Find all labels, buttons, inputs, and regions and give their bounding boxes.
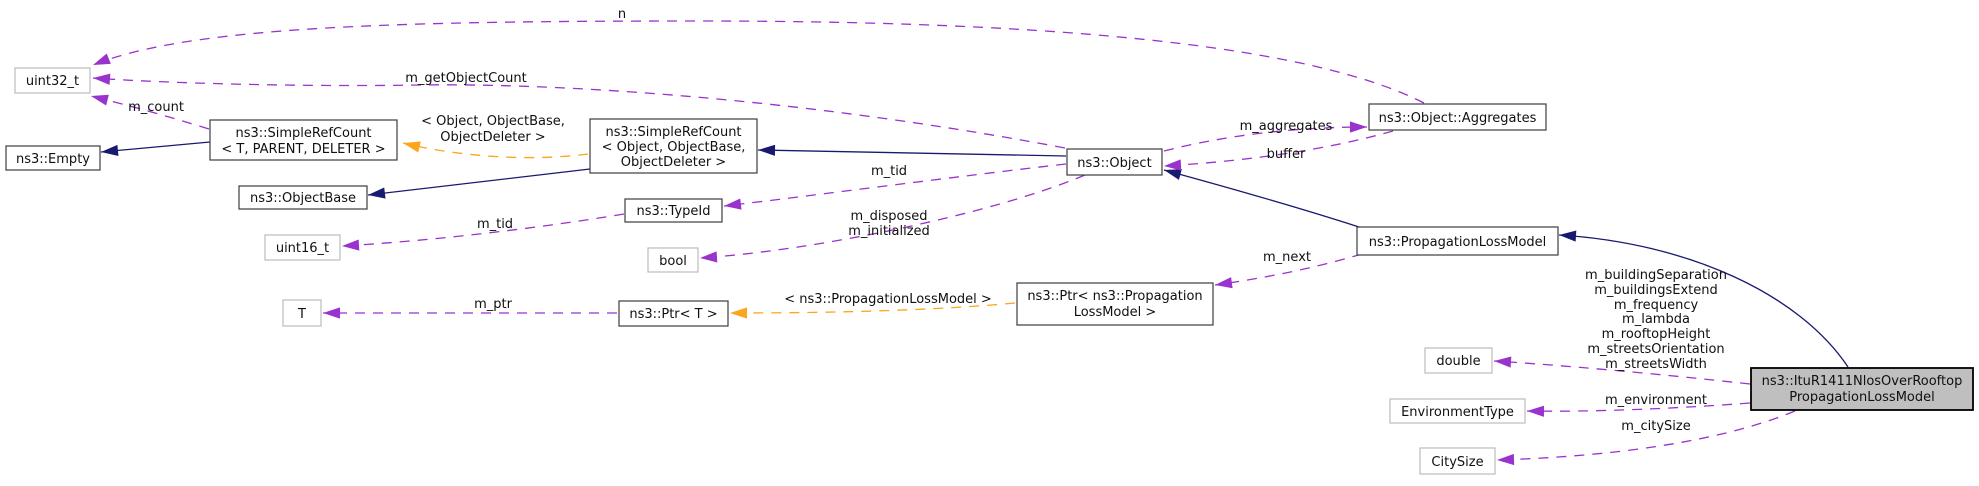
node-label: ns3::Object (1077, 156, 1151, 171)
node-label-line2: < T, PARENT, DELETER > (221, 142, 385, 157)
edge-template-ptrplm-to-ptrt (729, 302, 1016, 319)
node-box (1389, 398, 1526, 424)
node-label: uint16_t (276, 241, 329, 256)
edge-label-template-plm: < ns3::PropagationLossModel > (784, 292, 992, 307)
edge-label-m-citysize: m_citySize (1621, 419, 1690, 434)
edge-label-m-streetsorientation: m_streetsOrientation (1587, 342, 1724, 357)
edge-label-buffer: buffer (1267, 147, 1306, 162)
edge-label-m-frequency: m_frequency (1614, 298, 1699, 313)
node-label-line1: ns3::ItuR1411NlosOverRooftop (1762, 374, 1963, 389)
edge-label-n: n (618, 7, 626, 22)
node-double: double (1424, 347, 1493, 374)
edge-usage-target-environment-environmenttype (1526, 402, 1751, 417)
edge-inherit-target-to-plm (1558, 230, 1849, 368)
edge-label-m-aggregates: m_aggregates (1240, 119, 1333, 134)
node-uint16-t: uint16_t (264, 234, 341, 261)
node-box[interactable] (1356, 226, 1559, 256)
node-box (264, 234, 341, 261)
node-ns3-objectbase[interactable]: ns3::ObjectBase (238, 185, 368, 210)
node-label-line2: < Object, ObjectBase, (602, 140, 746, 155)
node-label: ns3::PropagationLossModel (1369, 235, 1547, 250)
edge-usage-object-mtid-typeid (723, 163, 1067, 210)
node-citysize: CitySize (1419, 447, 1496, 475)
node-label: ns3::Empty (16, 152, 90, 167)
edge-usage-aggregates-n-uint32 (92, 20, 1425, 104)
edge-label-template-object-line1: < Object, ObjectBase, (421, 114, 565, 129)
edge-inherit-simplerefcountobject-to-objectbase (367, 168, 591, 199)
node-box[interactable] (589, 118, 758, 174)
node-box (1424, 347, 1493, 374)
node-label: uint32_t (26, 74, 79, 89)
node-ns3-itur1411nlosoverrooftoppropagationlossmodel: ns3::ItuR1411NlosOverRooftop Propagation… (1750, 367, 1974, 411)
edge-label-m-lambda: m_lambda (1622, 312, 1690, 327)
node-uint32-t: uint32_t (14, 67, 91, 94)
edge-usage-plm-mnext-ptrplm (1214, 253, 1363, 289)
node-t: T (282, 299, 322, 327)
node-label-line1: ns3::Ptr< ns3::Propagation (1027, 289, 1202, 304)
node-label: double (1436, 354, 1480, 369)
edge-inherit-plm-to-object (1163, 169, 1360, 228)
node-box[interactable] (5, 145, 101, 171)
node-label: CitySize (1431, 455, 1483, 470)
edge-label-m-next: m_next (1263, 250, 1311, 265)
node-box (647, 247, 699, 273)
edge-label-m-ptr: m_ptr (474, 297, 513, 312)
node-ns3-empty[interactable]: ns3::Empty (5, 145, 101, 171)
node-box (1419, 447, 1496, 475)
node-box[interactable] (624, 198, 723, 223)
node-box (1750, 367, 1974, 411)
node-bool: bool (647, 247, 699, 273)
edge-label-template-object-line2: ObjectDeleter > (440, 130, 545, 145)
node-label-line2: LossModel > (1074, 305, 1157, 320)
node-box[interactable] (618, 300, 729, 327)
node-box[interactable] (1066, 148, 1163, 176)
node-ns3-typeid[interactable]: ns3::TypeId (624, 198, 723, 223)
node-label-line1: ns3::SimpleRefCount (605, 125, 741, 140)
edge-label-m-streetswidth: m_streetsWidth (1605, 357, 1707, 372)
node-label-line1: ns3::SimpleRefCount (235, 126, 371, 141)
node-ns3-ptr-propagationlossmodel[interactable]: ns3::Ptr< ns3::Propagation LossModel > (1016, 282, 1214, 326)
node-environmenttype: EnvironmentType (1389, 398, 1526, 424)
edge-template-srcobject-to-srcgeneric (402, 141, 589, 159)
edge-label-m-initialized: m_initialized (848, 224, 930, 239)
edge-usage-object-disposed-bool (699, 174, 1086, 263)
node-label: EnvironmentType (1401, 405, 1514, 420)
edge-label-m-tid-typeid: m_tid (477, 217, 513, 232)
edge-usage-target-citysize-citysize (1496, 410, 1796, 466)
node-ns3-object-aggregates[interactable]: ns3::Object::Aggregates (1368, 103, 1547, 131)
node-label: ns3::TypeId (637, 204, 711, 219)
edge-usage-aggregates-buffer-object (1163, 130, 1394, 171)
node-ns3-propagationlossmodel[interactable]: ns3::PropagationLossModel (1356, 226, 1559, 256)
edge-label-m-buildingseparation: m_buildingSeparation (1585, 268, 1727, 283)
node-box[interactable] (209, 119, 398, 161)
node-label: ns3::ObjectBase (250, 191, 356, 206)
node-label: ns3::Object::Aggregates (1379, 111, 1537, 126)
node-box (14, 67, 91, 94)
edge-label-m-tid-object: m_tid (871, 164, 907, 179)
node-ns3-object[interactable]: ns3::Object (1066, 148, 1163, 176)
node-label: bool (659, 254, 687, 269)
node-label: ns3::Ptr< T > (629, 307, 717, 322)
node-label: T (297, 307, 306, 322)
edge-label-m-buildingsextend: m_buildingsExtend (1594, 283, 1718, 298)
node-box[interactable] (238, 185, 368, 210)
edge-inherit-simplerefcount-to-empty (100, 141, 211, 157)
edge-inherit-object-to-simplerefcountobject (757, 144, 1067, 157)
node-label-line2: PropagationLossModel (1789, 390, 1935, 405)
edge-usage-object-maggregates-aggregates (1163, 121, 1368, 152)
node-label-line3: ObjectDeleter > (621, 155, 726, 170)
node-ns3-ptr-t[interactable]: ns3::Ptr< T > (618, 300, 729, 327)
edge-label-m-getobjectcount: m_getObjectCount (405, 71, 526, 86)
edge-label-m-environment: m_environment (1605, 393, 1707, 408)
edge-usage-simplerefcount-mcount-uint32 (90, 94, 210, 130)
node-ns3-simplerefcount-generic[interactable]: ns3::SimpleRefCount < T, PARENT, DELETER… (209, 119, 398, 161)
node-ns3-simplerefcount-object[interactable]: ns3::SimpleRefCount < Object, ObjectBase… (589, 118, 758, 174)
edge-label-m-disposed: m_disposed (850, 209, 927, 224)
node-box (282, 299, 322, 327)
node-box[interactable] (1368, 103, 1547, 131)
edge-label-m-rooftopheight: m_rooftopHeight (1602, 327, 1711, 342)
node-box[interactable] (1016, 282, 1214, 326)
edge-label-m-count: m_count (128, 100, 184, 115)
